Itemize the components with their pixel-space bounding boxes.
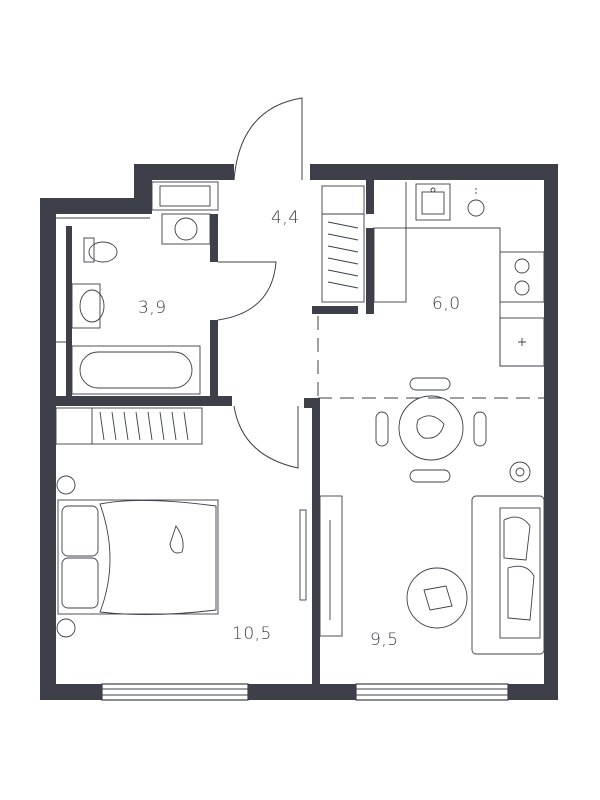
furniture <box>55 181 545 655</box>
bathtub <box>71 345 201 395</box>
washing-machine <box>151 181 219 245</box>
toilet <box>83 237 118 263</box>
sink <box>71 283 105 329</box>
hall-area-label: 4,4 <box>271 208 300 228</box>
living-area-label: 9,5 <box>370 630 399 650</box>
coffee-table <box>406 567 468 629</box>
wardrobe <box>55 407 203 445</box>
thin-lines <box>56 97 544 701</box>
tv <box>299 495 343 637</box>
bathroom-area-label: 3,9 <box>138 298 167 318</box>
kitchen-area-label: 6,0 <box>432 294 461 314</box>
sofa <box>471 495 545 655</box>
kitchen-counter <box>405 182 545 367</box>
bedroom-area-label: 10,5 <box>232 624 272 644</box>
plant <box>56 461 531 638</box>
closet <box>321 185 407 303</box>
dining-table <box>375 377 487 483</box>
double-bed <box>57 499 219 616</box>
walls <box>40 164 558 700</box>
